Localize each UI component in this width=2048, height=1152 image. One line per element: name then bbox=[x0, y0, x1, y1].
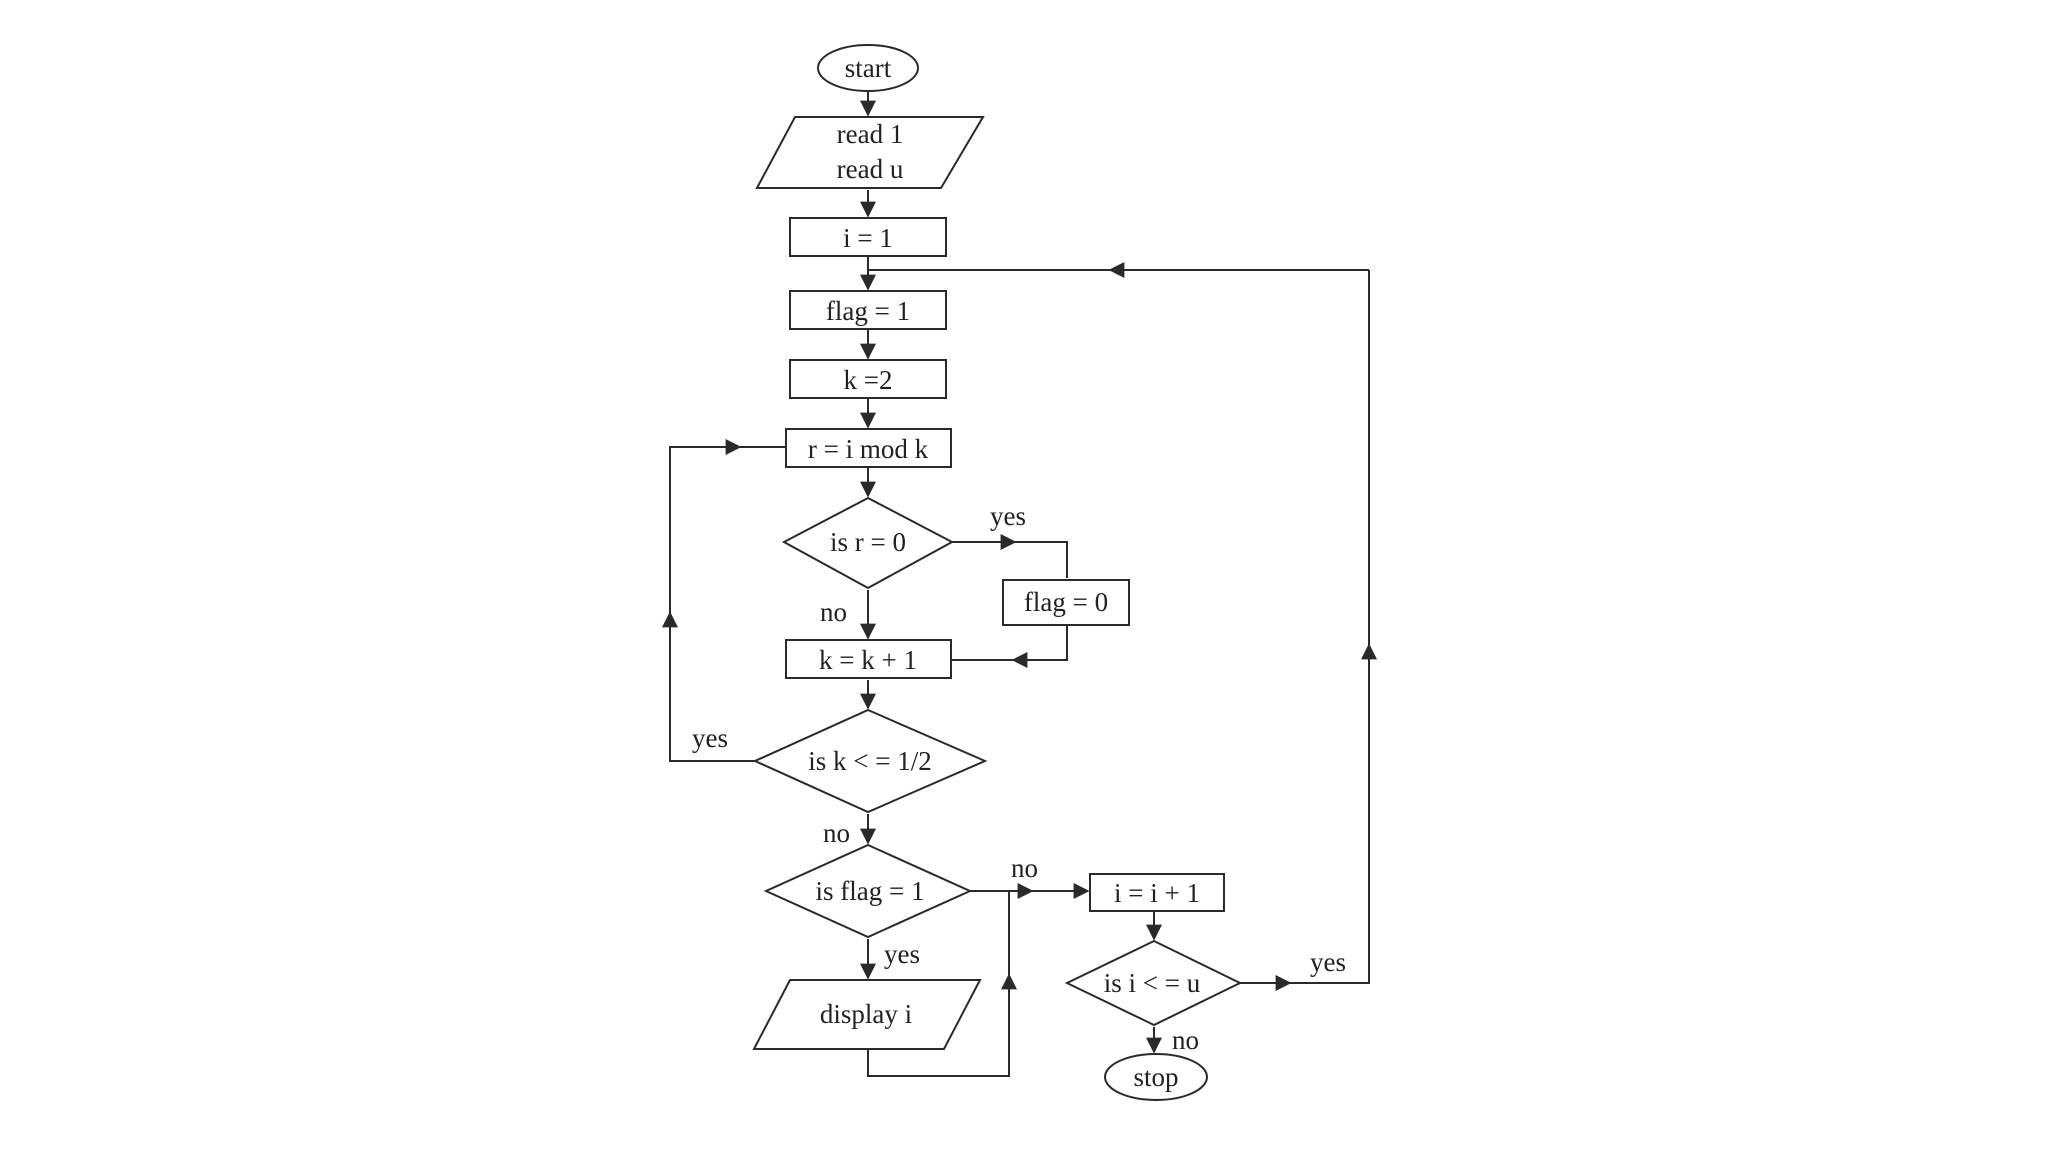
init-flag-label: flag = 1 bbox=[826, 296, 910, 326]
edge-test-i-yes-loop bbox=[1288, 270, 1370, 984]
set-flag0-label: flag = 0 bbox=[1024, 587, 1108, 617]
edge-label-flag-yes: yes bbox=[884, 939, 920, 969]
node-set-flag0: flag = 0 bbox=[1002, 579, 1130, 626]
start-label: start bbox=[845, 53, 892, 83]
edge-label-k-yes: yes bbox=[692, 723, 728, 753]
connectors bbox=[662, 92, 1377, 1077]
test-flag-diamond bbox=[763, 843, 973, 939]
test-i-label: is i < = u bbox=[1104, 968, 1201, 998]
node-init-i: i = 1 bbox=[789, 217, 947, 257]
mod-box bbox=[785, 428, 952, 468]
edge-label-i-yes: yes bbox=[1310, 947, 1346, 977]
node-read-input: read 1 read u bbox=[755, 116, 985, 189]
display-parallelogram bbox=[752, 979, 982, 1050]
edge-label-r-yes: yes bbox=[990, 501, 1026, 531]
mod-label: r = i mod k bbox=[808, 434, 929, 464]
set-flag0-box bbox=[1002, 579, 1130, 626]
edge-yes-to-flag0 bbox=[1013, 541, 1068, 578]
read-l-label: read 1 bbox=[837, 119, 904, 149]
read-u-label: read u bbox=[837, 154, 904, 184]
edge-label-i-no: no bbox=[1172, 1025, 1199, 1055]
init-k-label: k =2 bbox=[844, 365, 893, 395]
node-init-flag: flag = 1 bbox=[789, 290, 947, 330]
node-test-k: is k < = 1/2 bbox=[752, 708, 988, 814]
edge-label-k-no: no bbox=[823, 818, 850, 848]
init-i-box bbox=[789, 217, 947, 257]
read-parallelogram bbox=[755, 116, 985, 189]
node-test-flag: is flag = 1 bbox=[763, 843, 973, 939]
stop-label: stop bbox=[1133, 1062, 1178, 1092]
node-test-r: is r = 0 bbox=[781, 496, 955, 590]
init-flag-box bbox=[789, 290, 947, 330]
node-init-k: k =2 bbox=[789, 359, 947, 399]
test-k-diamond bbox=[752, 708, 988, 814]
node-stop: stop bbox=[1104, 1053, 1208, 1101]
test-r-diamond bbox=[781, 496, 955, 590]
edge-display-return bbox=[867, 980, 1010, 1077]
inc-k-label: k = k + 1 bbox=[819, 645, 917, 675]
node-display: display i bbox=[752, 979, 982, 1050]
node-start: start bbox=[817, 44, 919, 92]
display-label: display i bbox=[820, 999, 912, 1029]
test-i-diamond bbox=[1064, 939, 1243, 1027]
node-mod: r = i mod k bbox=[785, 428, 952, 468]
edge-labels: yes no yes no no yes yes no bbox=[692, 501, 1346, 1055]
edge-test-k-yes-loop bbox=[669, 614, 755, 762]
node-inc-k: k = k + 1 bbox=[785, 639, 952, 679]
stop-terminal bbox=[1104, 1053, 1208, 1101]
start-terminal bbox=[817, 44, 919, 92]
inc-k-box bbox=[785, 639, 952, 679]
test-r-label: is r = 0 bbox=[830, 527, 906, 557]
init-k-box bbox=[789, 359, 947, 399]
edge-loop-to-mod bbox=[669, 446, 740, 613]
test-flag-label: is flag = 1 bbox=[816, 876, 925, 906]
inc-i-label: i = i + 1 bbox=[1114, 878, 1200, 908]
edge-label-r-no: no bbox=[820, 597, 847, 627]
init-i-label: i = 1 bbox=[843, 223, 893, 253]
test-k-label: is k < = 1/2 bbox=[808, 746, 931, 776]
edge-label-flag-no: no bbox=[1011, 853, 1038, 883]
node-inc-i: i = i + 1 bbox=[1089, 873, 1225, 912]
node-test-i: is i < = u bbox=[1064, 939, 1243, 1027]
inc-i-box bbox=[1089, 873, 1225, 912]
edge-flag0-to-inc-k-line bbox=[1040, 625, 1068, 661]
